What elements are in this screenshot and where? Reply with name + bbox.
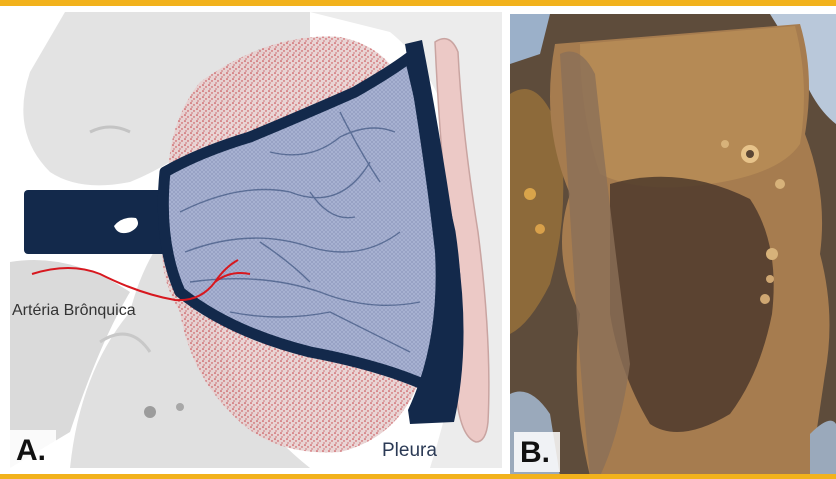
bronchial-artery-label: Artéria Brônquica (12, 302, 136, 320)
top-accent-bar (0, 0, 836, 6)
panel-b-photo: B. (510, 14, 836, 476)
panel-a-schematic: Artéria Brônquica Pleura A. (10, 12, 502, 468)
specimen-photo (510, 14, 836, 476)
bronchus (24, 190, 166, 254)
panel-b-tag: B. (514, 432, 560, 472)
bottom-accent-bar (0, 474, 836, 479)
schematic-svg (10, 12, 502, 468)
panel-a-tag: A. (10, 430, 56, 468)
pleura-label: Pleura (382, 440, 437, 462)
